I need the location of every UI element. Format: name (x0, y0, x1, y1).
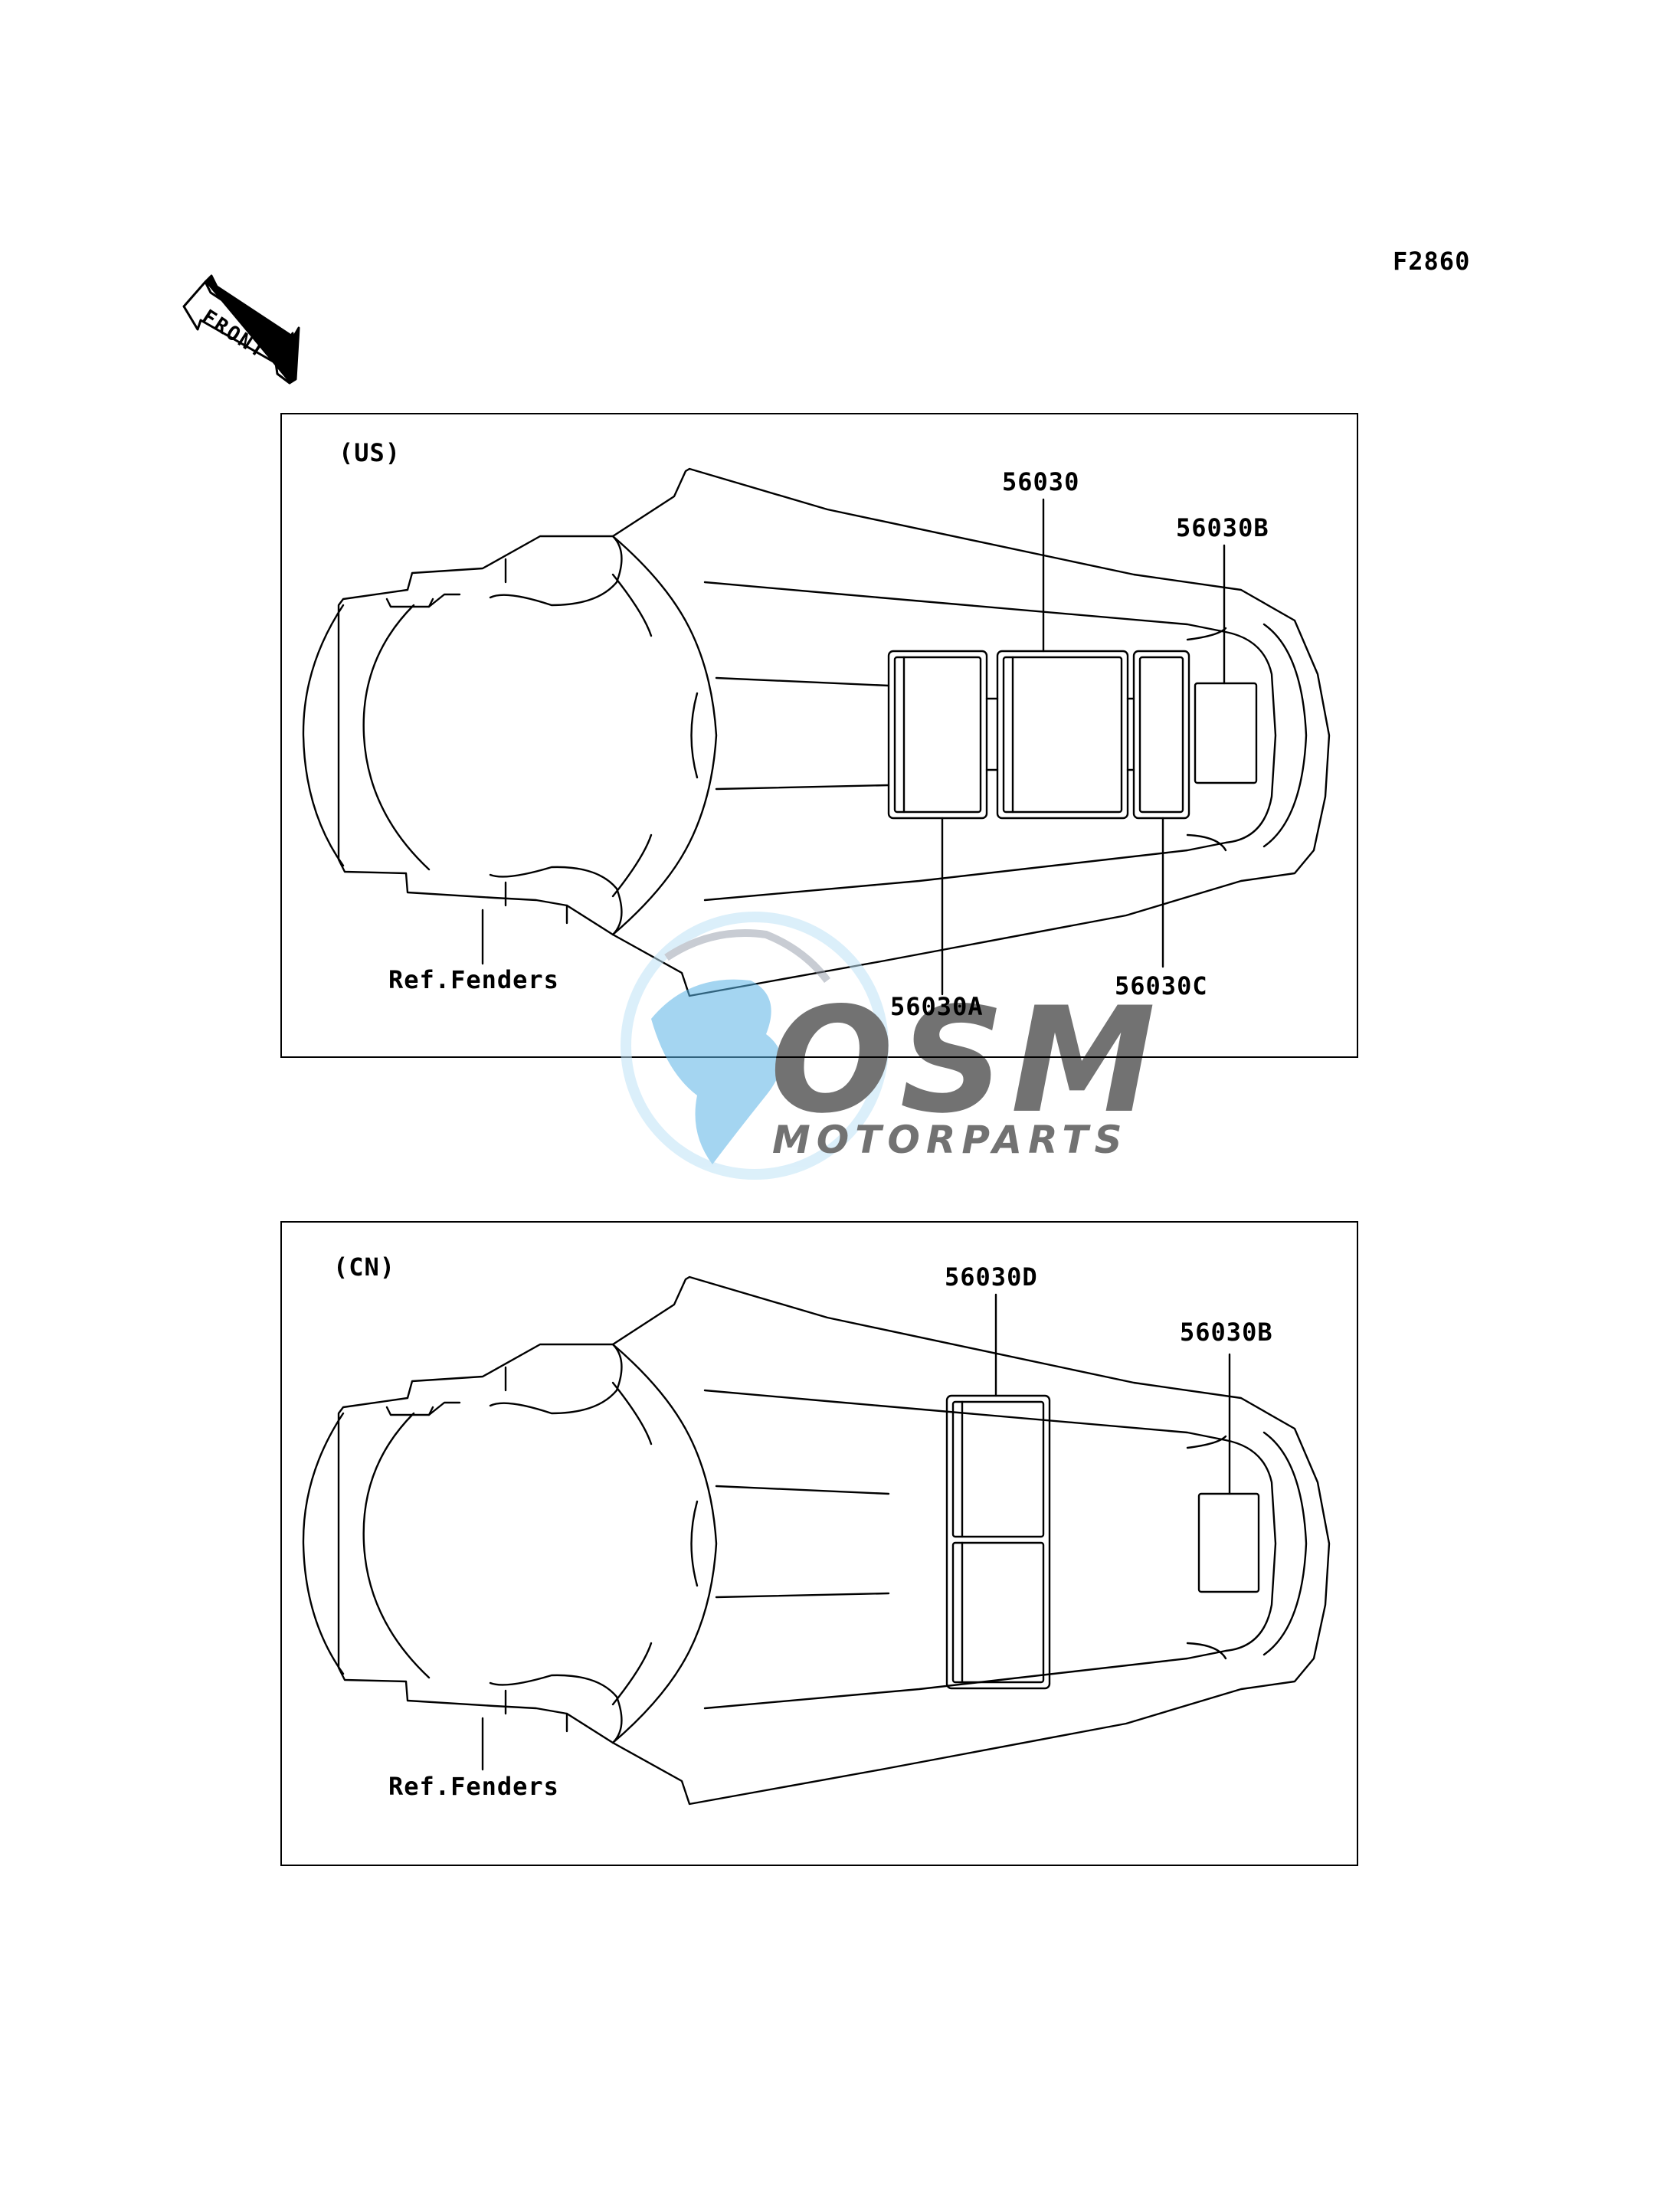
decal-56030d (945, 1394, 1051, 1690)
panel-us-region: (US) (339, 438, 401, 467)
osm-watermark: OSM MOTORPARTS (621, 912, 1161, 1180)
watermark-tagline: MOTORPARTS (772, 1118, 1128, 1162)
seat-drawing-us (302, 467, 1331, 997)
callout-56030b: 56030B (1176, 513, 1269, 542)
panel-cn: (CN) 56030D 56030B Ref.Fenders (280, 1221, 1358, 1866)
ref-fenders-label: Ref.Fenders (388, 965, 559, 994)
seat-drawing-cn (302, 1275, 1331, 1806)
decal-56030b (1194, 682, 1258, 784)
decal-56030a (887, 650, 988, 820)
panel-cn-frame (280, 1221, 1358, 1866)
decal-56030c (1132, 650, 1190, 820)
globe-icon (621, 912, 889, 1180)
callout-56030a: 56030A (890, 992, 984, 1021)
panel-us: (US) 56030 56030B 56030A 56030C Ref (280, 413, 1358, 1058)
figure-code: F2860 (1393, 247, 1470, 276)
callout-56030c: 56030C (1115, 971, 1208, 1000)
callout-56030b-cn: 56030B (1180, 1318, 1273, 1347)
panel-us-frame (280, 413, 1358, 1058)
globe-land-icon (651, 979, 781, 1164)
ref-fenders-label-cn: Ref.Fenders (388, 1772, 559, 1801)
callout-56030d: 56030D (945, 1262, 1038, 1292)
panel-cn-region: (CN) (333, 1252, 395, 1282)
watermark-logo: OSM (770, 976, 1161, 1145)
front-arrow-icon: FRONT (182, 274, 300, 385)
decal-56030 (996, 650, 1129, 820)
callout-56030: 56030 (1002, 467, 1079, 496)
decal-56030b-cn (1197, 1492, 1260, 1593)
